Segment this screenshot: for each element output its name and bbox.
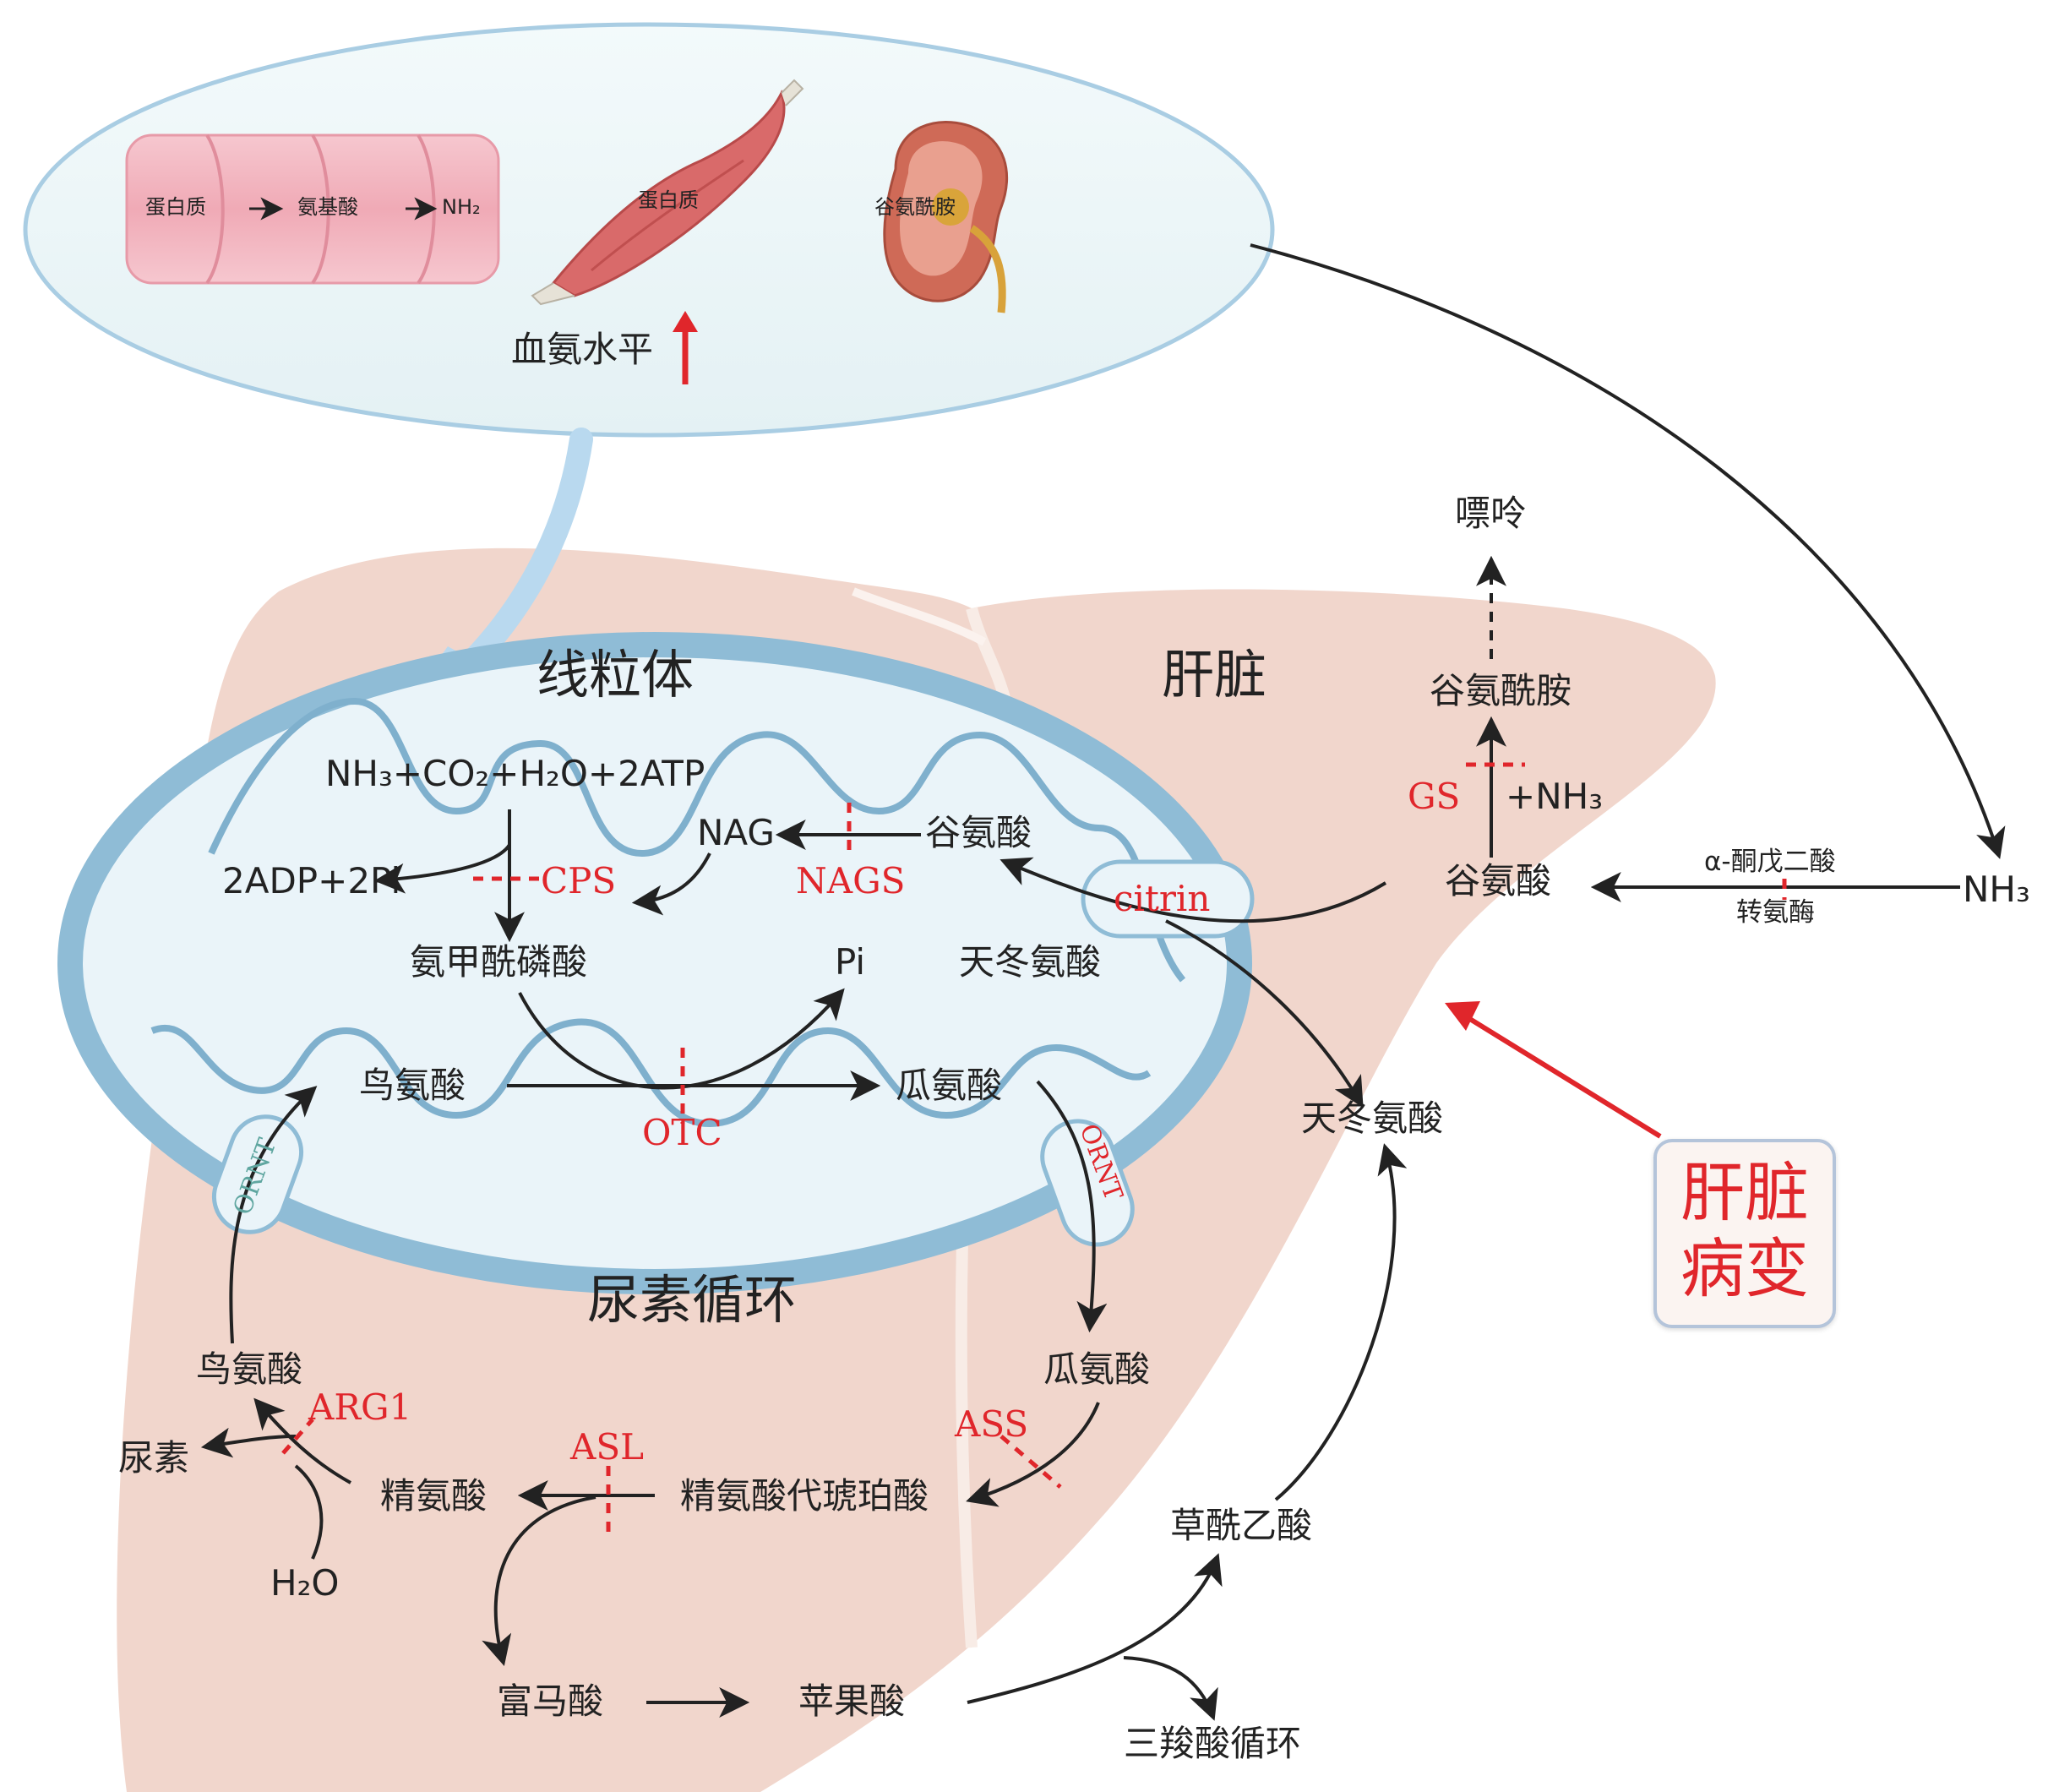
ass-enzyme-label: ASS [955, 1403, 1029, 1445]
urea-cycle-title: 尿素循环 [587, 1269, 798, 1331]
mitochondria-title: 线粒体 [537, 644, 695, 705]
liver-nh3-label: NH₃ [1963, 869, 2030, 910]
citrin-transporter [1081, 859, 1255, 939]
arginine-label: 精氨酸 [380, 1475, 488, 1517]
arrow-ammonia-to-liver [1250, 243, 2006, 859]
kidney-glutamine-label: 谷氨酰胺 [874, 195, 956, 219]
cps-enzyme-label: CPS [541, 860, 617, 901]
asl-enzyme-label: ASL [570, 1426, 644, 1468]
increase-arrow-icon [673, 311, 698, 384]
tca-cycle-label: 三羧酸循环 [1124, 1723, 1302, 1764]
mito-ornithine-label: 鸟氨酸 [359, 1065, 466, 1106]
arrow-malate-to-oxaloacetate [967, 1553, 1223, 1704]
intestine-illustration [125, 133, 500, 285]
muscle-illustration [531, 79, 804, 306]
transaminase-label: 转氨酶 [1736, 897, 1815, 928]
citrin-label: citrin [1114, 878, 1211, 919]
arrow-glutamate-to-citrin [1000, 857, 1387, 923]
nag-label: NAG [697, 812, 775, 853]
arrow-citrulline-to-argsucc [966, 1402, 1100, 1507]
nags-enzyme-label: NAGS [796, 860, 906, 901]
arrow-oxaloacetate-to-aspartate [1274, 1143, 1408, 1501]
mito-aspartate-label: 天冬氨酸 [959, 941, 1102, 983]
fumarate-label: 富马酸 [497, 1680, 604, 1722]
argininosuccinate-label: 精氨酸代琥珀酸 [680, 1475, 929, 1517]
disease-line-2: 病变 [1680, 1231, 1809, 1306]
reaction-arrows [200, 243, 2006, 1721]
liver-title: 肝脏 [1162, 644, 1267, 705]
water-label: H₂O [270, 1562, 340, 1604]
arrow-arginine-to-ornithine [253, 1397, 351, 1484]
intestine-aminoacid-label: 氨基酸 [297, 195, 358, 219]
arrow-ornithine-import [229, 1086, 318, 1344]
disease-line-1: 肝脏 [1680, 1155, 1809, 1230]
arrow-citrulline-export [1036, 1080, 1108, 1333]
oxaloacetate-label: 草酰乙酸 [1170, 1505, 1313, 1546]
liver-glutamine-label: 谷氨酰胺 [1430, 670, 1572, 711]
plus-nh3-label: +NH₃ [1506, 776, 1604, 817]
mitochondrion [57, 632, 1252, 1294]
arrow-aspartate-out [1165, 919, 1364, 1108]
arg1-enzyme-label: ARG1 [308, 1386, 412, 1428]
substrates-label: NH₃+CO₂+H₂O+2ATP [325, 753, 705, 794]
gs-enzyme-label: GS [1408, 776, 1461, 817]
alpha-ketoglutarate-label: α-酮戊二酸 [1704, 847, 1836, 877]
carbamoyl-phosphate-label: 氨甲酰磷酸 [410, 941, 588, 983]
mito-glutamate-label: 谷氨酸 [925, 812, 1032, 853]
intestine-nh2-label: NH₂ [442, 195, 481, 219]
malate-label: 苹果酸 [798, 1680, 906, 1722]
otc-enzyme-label: OTC [642, 1112, 722, 1153]
arrow-arginine-to-urea [200, 1427, 297, 1458]
arrow-substrates-to-adp [373, 843, 511, 894]
arrow-water-to-arginine [294, 1464, 324, 1560]
arrow-nag-to-cps [631, 852, 711, 916]
blood-ammonia-label: 血氨水平 [511, 329, 654, 370]
kidney-illustration [883, 120, 1008, 313]
arrow-malate-to-tca [1123, 1656, 1218, 1721]
adp-label: 2ADP+2Pi [222, 860, 401, 901]
liver-disease-box: 肝脏 病变 [1653, 1139, 1836, 1328]
muscle-protein-label: 蛋白质 [638, 188, 699, 212]
pi-label: Pi [835, 941, 866, 983]
cytosol-aspartate-label: 天冬氨酸 [1301, 1098, 1444, 1139]
cycle-citrulline-label: 瓜氨酸 [1043, 1348, 1151, 1390]
purine-label: 嘌呤 [1455, 493, 1527, 534]
disease-arrow [1445, 1001, 1662, 1139]
mito-citrulline-label: 瓜氨酸 [896, 1065, 1003, 1106]
liver-glutamate-label: 谷氨酸 [1445, 860, 1552, 901]
enzyme-block-marks [281, 762, 1787, 1533]
urea-label: 尿素 [118, 1437, 190, 1479]
intestine-protein-label: 蛋白质 [145, 195, 206, 219]
arrow-argsucc-to-fumarate [482, 1495, 596, 1666]
arrow-carbamoyl-to-pi [518, 988, 845, 1090]
cycle-ornithine-label: 鸟氨酸 [196, 1348, 303, 1390]
